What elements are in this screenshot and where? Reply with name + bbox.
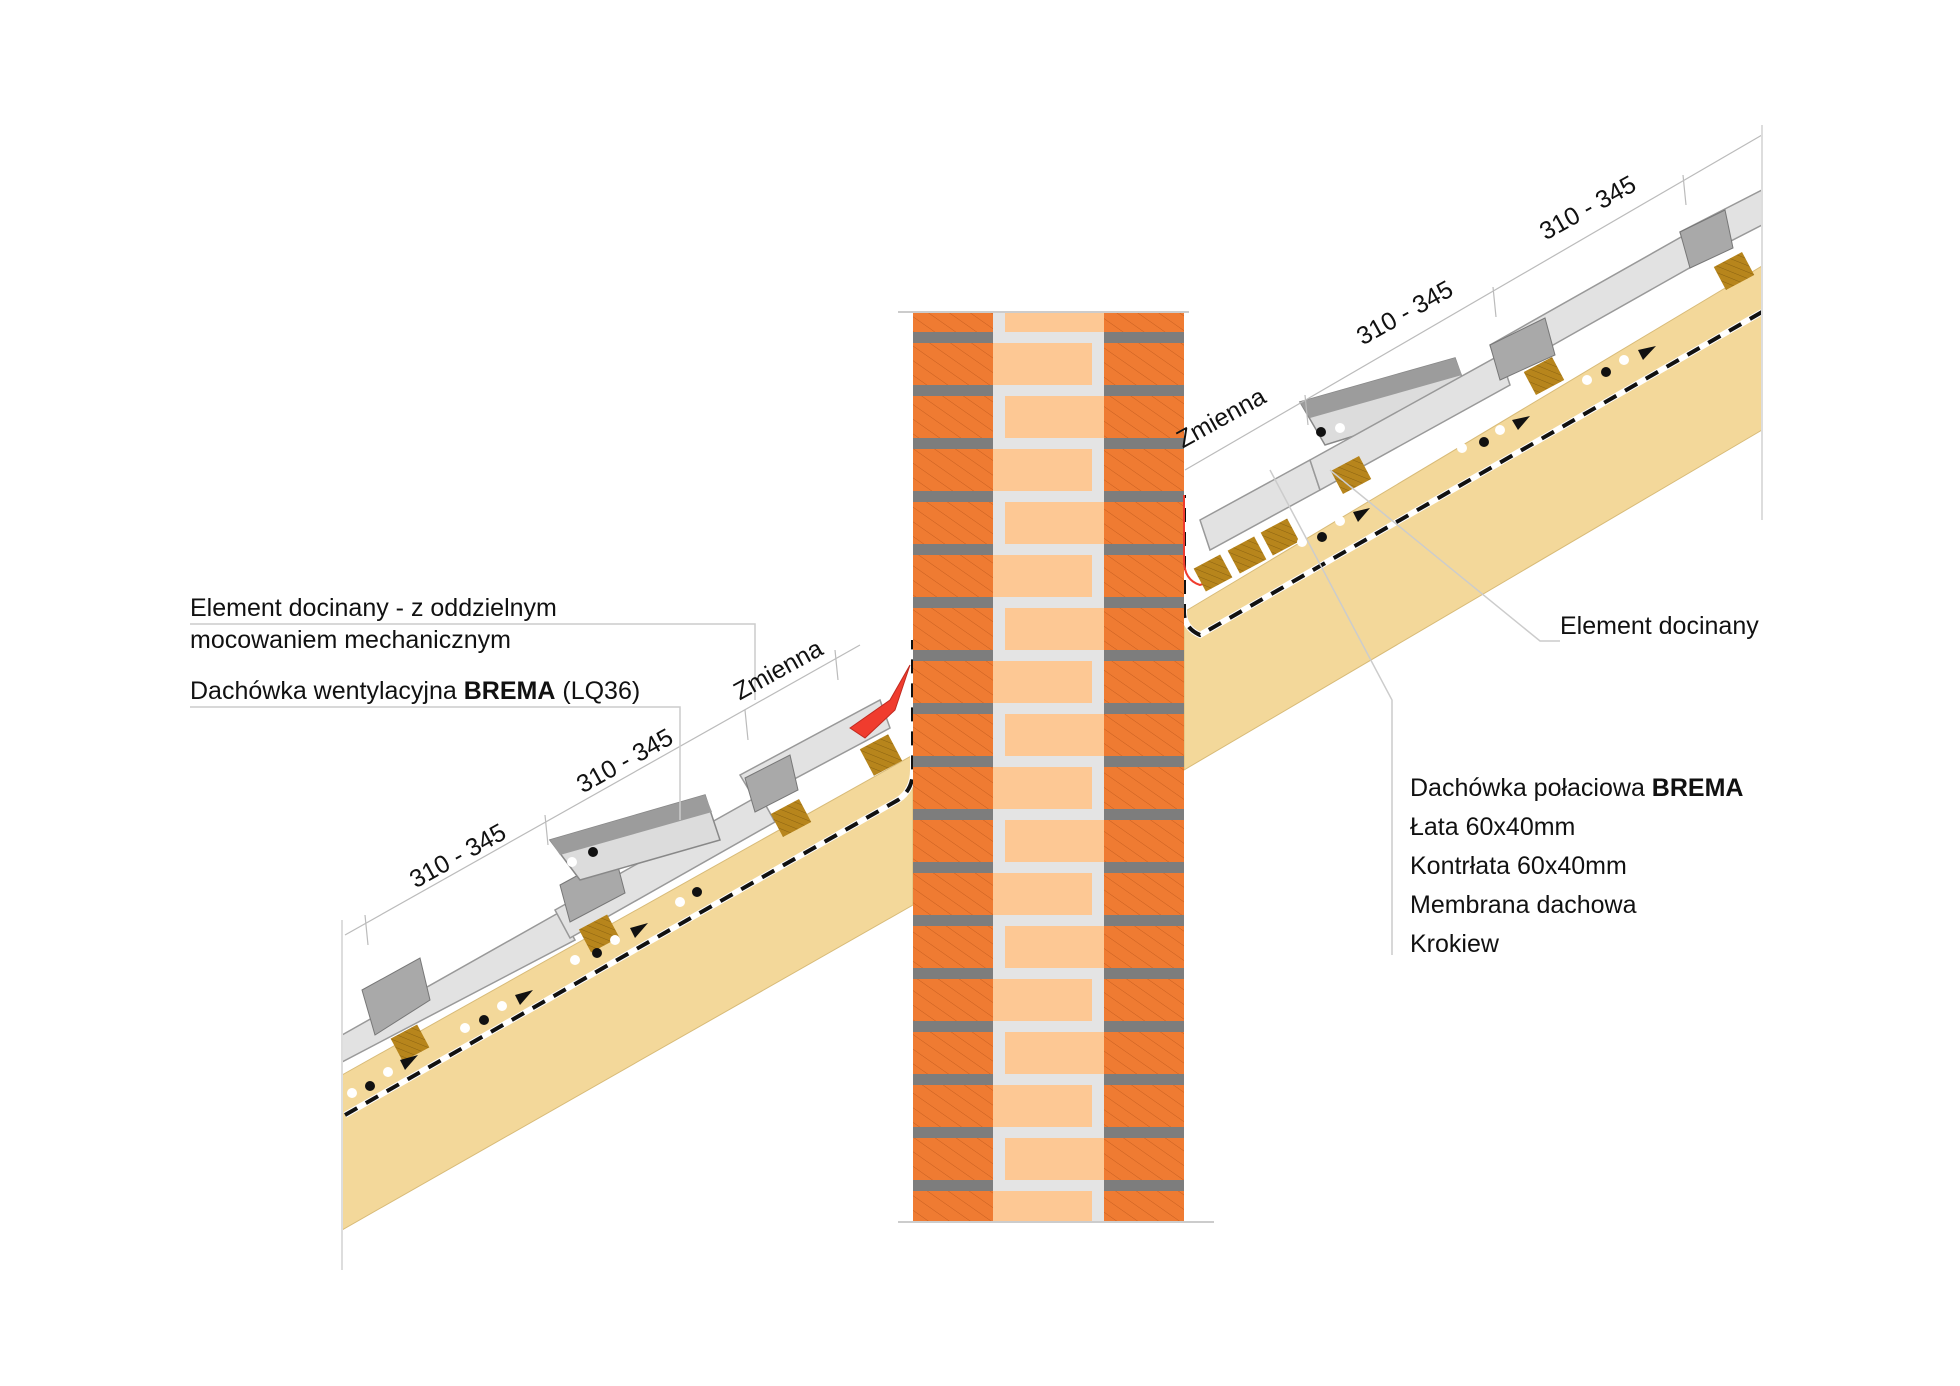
mortar-band	[913, 1074, 993, 1085]
mortar-band	[1104, 650, 1184, 661]
inner-brick	[1005, 1032, 1104, 1074]
mortar-band	[1104, 968, 1184, 979]
mortar-band	[913, 650, 993, 661]
mortar-band	[913, 1180, 993, 1191]
right-roof-tiles	[1193, 188, 1763, 592]
mortar-band	[1104, 332, 1184, 343]
mortar-band	[913, 703, 993, 714]
inner-brick	[993, 1191, 1092, 1222]
inner-brick	[1005, 608, 1104, 650]
mortar-band	[913, 544, 993, 555]
label-layer-rafter: Krokiew	[1410, 930, 1499, 958]
mortar-band	[1104, 703, 1184, 714]
mortar-band	[1104, 862, 1184, 873]
mortar-band	[1104, 1021, 1184, 1032]
label-cut-element-line1: Element docinany - z oddzielnym	[190, 594, 557, 622]
inner-brick	[1005, 396, 1104, 438]
inner-brick	[1005, 714, 1104, 756]
mortar-band	[1104, 915, 1184, 926]
mortar-band	[913, 1021, 993, 1032]
mortar-band	[1104, 597, 1184, 608]
label-layer-tile: Dachówka połaciowa BREMA	[1410, 776, 1743, 801]
mortar-band	[913, 968, 993, 979]
left-airflow-markers	[347, 847, 702, 1098]
leader-lines	[190, 469, 1560, 955]
left-roof-tiles	[341, 664, 911, 1064]
mortar-band	[913, 438, 993, 449]
mortar-band	[913, 862, 993, 873]
right-flashing	[1183, 495, 1231, 587]
inner-brick	[993, 555, 1092, 597]
label-layer-membrane: Membrana dachowa	[1410, 891, 1637, 919]
inner-brick	[993, 873, 1092, 915]
left-dimension-line	[344, 644, 861, 946]
inner-brick	[1005, 502, 1104, 544]
vent-tile-brand: BREMA	[463, 677, 556, 705]
inner-brick	[993, 449, 1092, 491]
label-layer-batten: Łata 60x40mm	[1410, 813, 1576, 841]
mortar-band	[913, 756, 993, 767]
mortar-band	[913, 491, 993, 502]
label-cut-element-line2: mocowaniem mechanicznym	[190, 626, 511, 654]
inner-brick	[993, 661, 1092, 703]
mortar-band	[1104, 544, 1184, 555]
mortar-band	[1104, 491, 1184, 502]
mortar-band	[1104, 809, 1184, 820]
mortar-band	[1104, 438, 1184, 449]
mortar-band	[913, 332, 993, 343]
label-vent-tile: Dachówka wentylacyjna BREMA (LQ36)	[190, 679, 640, 704]
label-right-cut-element: Element docinany	[1560, 612, 1759, 640]
inner-brick	[993, 979, 1092, 1021]
right-rafter	[1183, 265, 1763, 771]
mortar-band	[913, 915, 993, 926]
inner-brick	[1005, 312, 1104, 332]
right-airflow-markers	[1297, 346, 1656, 547]
mortar-band	[913, 809, 993, 820]
mortar-band	[1104, 1180, 1184, 1191]
mortar-band	[1104, 1074, 1184, 1085]
inner-brick	[993, 767, 1092, 809]
vent-tile-prefix: Dachówka wentylacyjna	[190, 677, 464, 705]
mortar-band	[1104, 756, 1184, 767]
layer-tile-brand: BREMA	[1651, 774, 1744, 802]
layer-tile-prefix: Dachówka połaciowa	[1410, 774, 1652, 802]
inner-brick	[1005, 1138, 1104, 1180]
inner-brick	[1005, 926, 1104, 968]
mortar-band	[913, 1127, 993, 1138]
label-layer-counter-batten: Kontrłata 60x40mm	[1410, 852, 1627, 880]
mortar-band	[1104, 385, 1184, 396]
mortar-band	[913, 597, 993, 608]
vent-tile-suffix: (LQ36)	[555, 677, 641, 705]
inner-brick	[993, 343, 1092, 385]
inner-brick	[993, 1085, 1092, 1127]
mortar-band	[1104, 1127, 1184, 1138]
inner-brick	[1005, 820, 1104, 862]
mortar-band	[913, 385, 993, 396]
chimney	[898, 311, 1231, 1223]
